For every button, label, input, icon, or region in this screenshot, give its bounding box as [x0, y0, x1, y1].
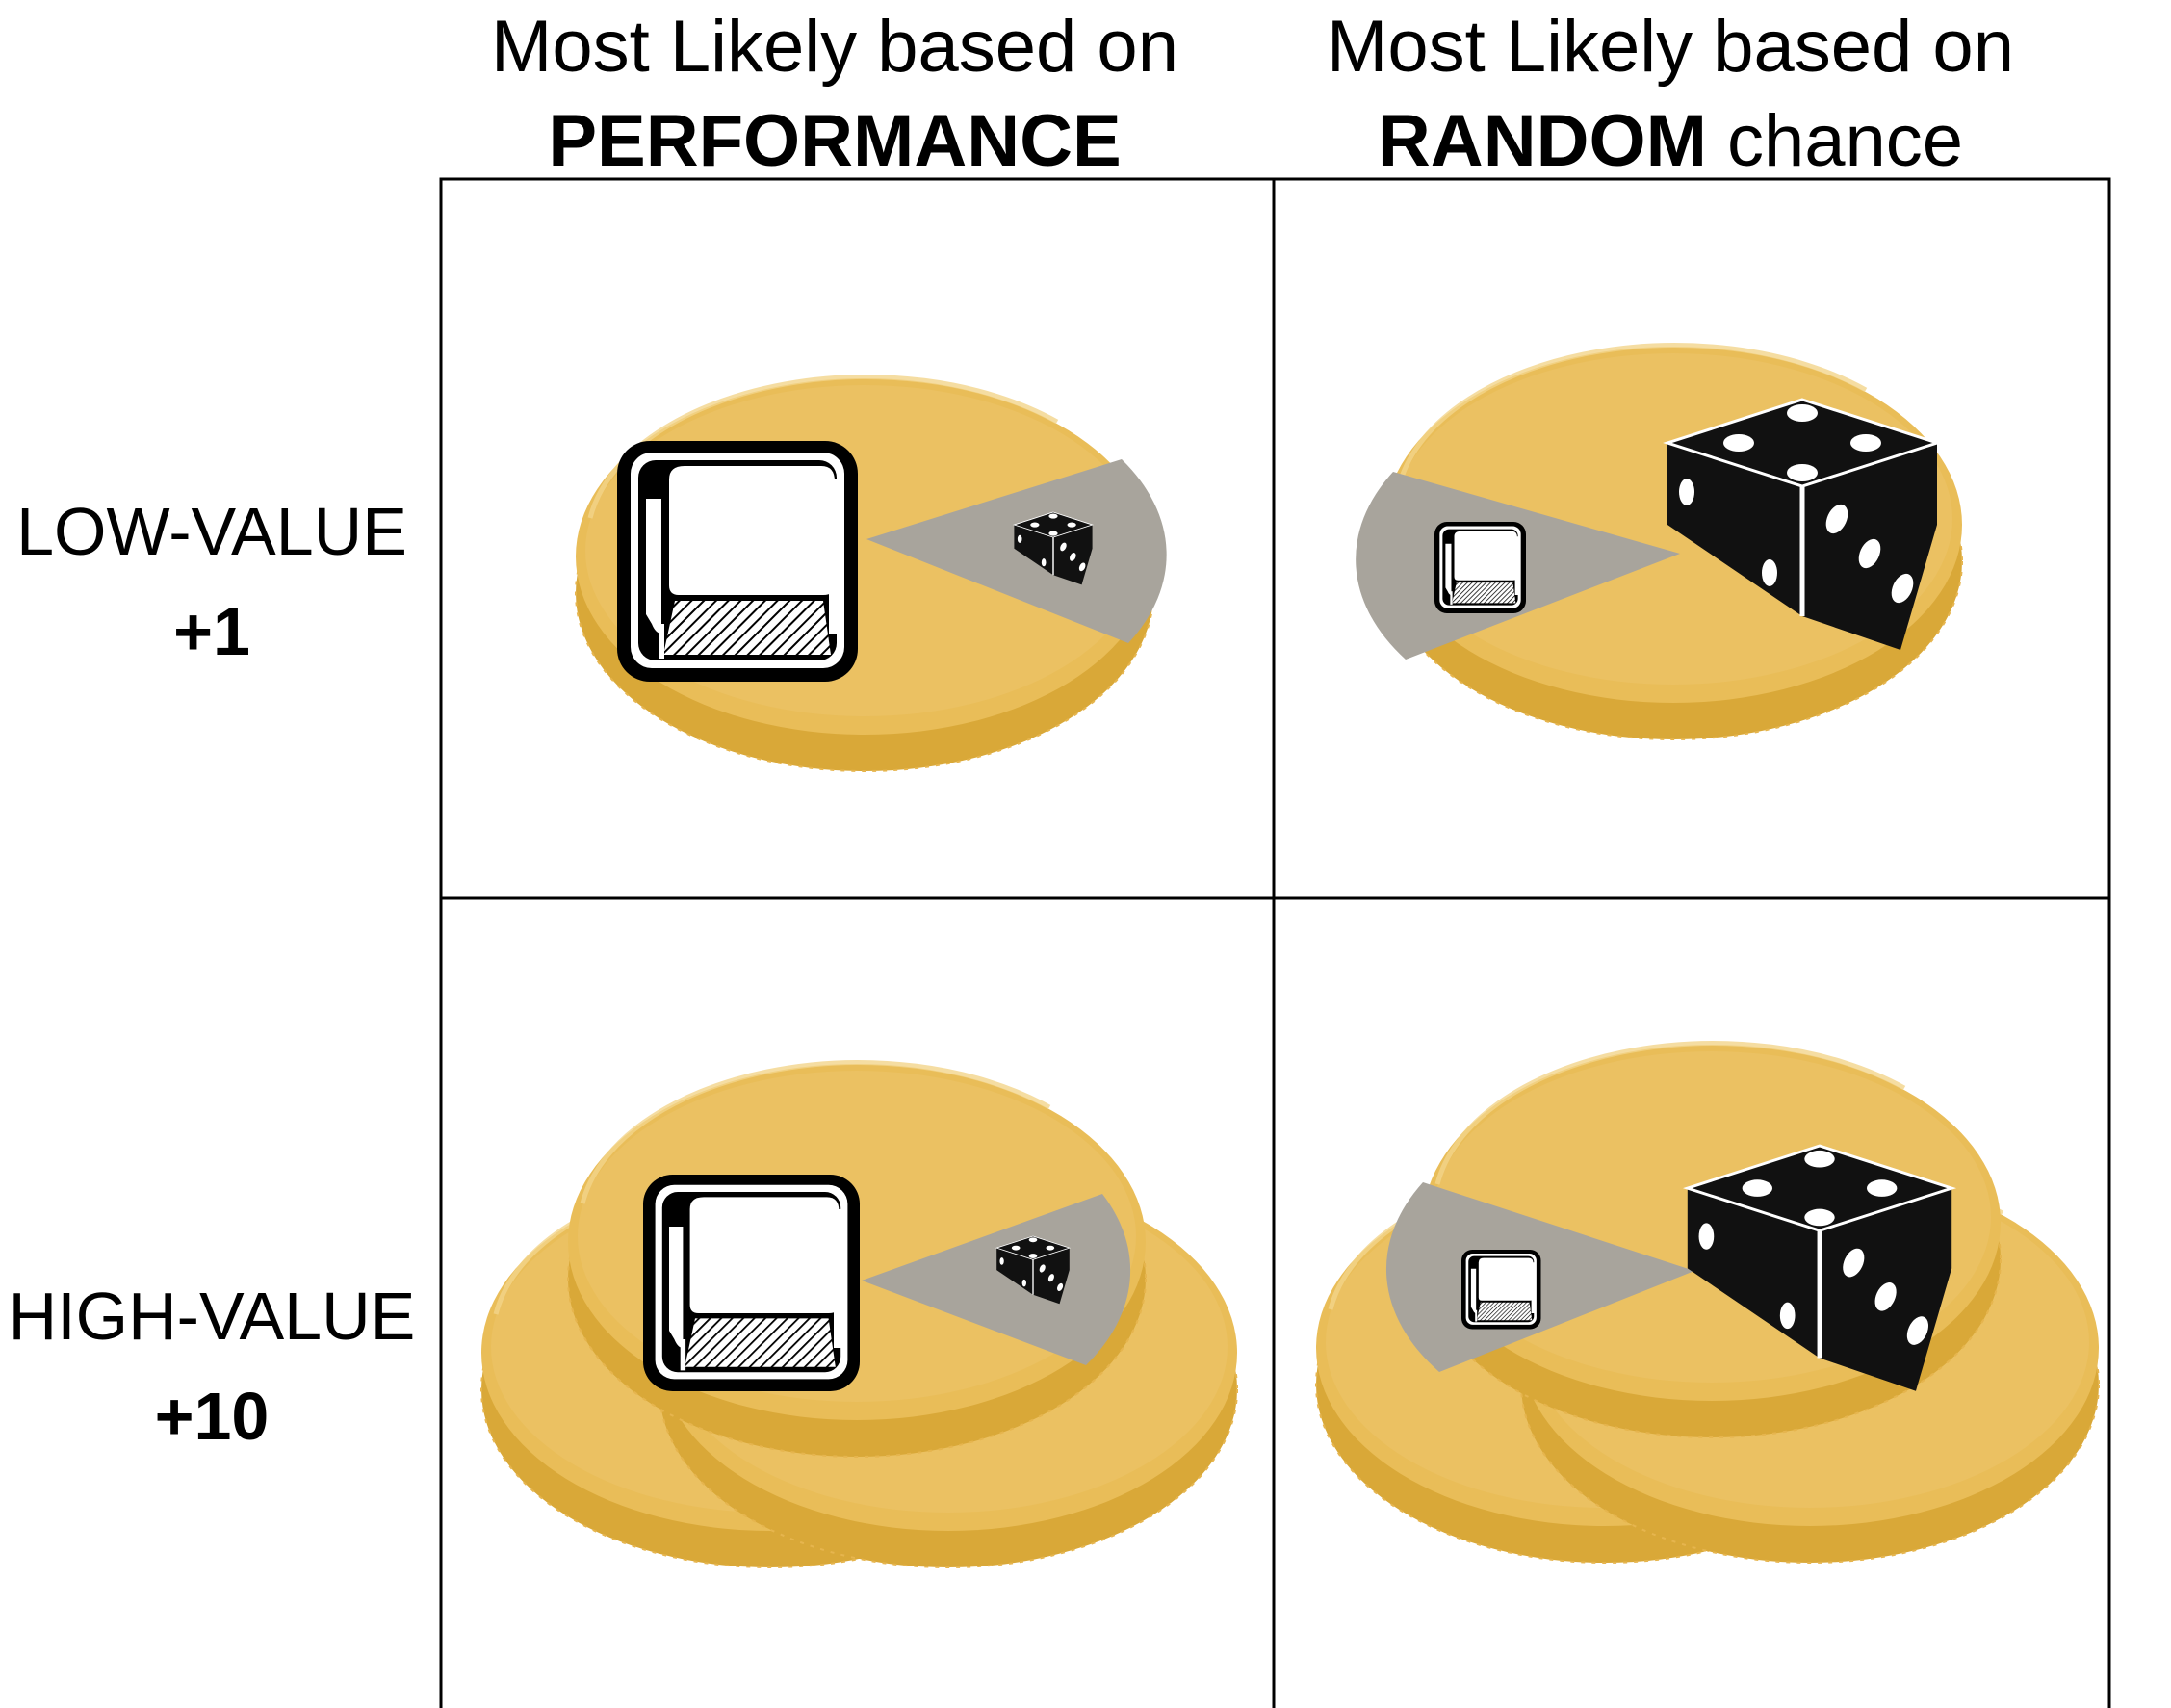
keyboard-key-icon — [1460, 1249, 1542, 1331]
column-header-line1: Most Likely based on — [1327, 6, 2014, 88]
column-header-tail: chance — [1706, 100, 1964, 182]
probability-wedge — [862, 1194, 1131, 1365]
column-header-line1: Most Likely based on — [491, 6, 1178, 88]
keyboard-key-icon — [617, 441, 858, 682]
cell-high-random — [1316, 1044, 2099, 1563]
column-header-random: Most Likely based on RANDOM chance — [1256, 0, 2084, 189]
grid-lines — [439, 177, 2111, 1708]
cell-high-performance — [481, 1063, 1237, 1567]
keyboard-key-icon — [1433, 520, 1528, 615]
keyboard-key-icon — [643, 1175, 860, 1391]
column-header-bold: PERFORMANCE — [548, 100, 1122, 182]
row-header-high-value: HIGH-VALUE +10 — [0, 1266, 424, 1466]
row-header-label: LOW-VALUE — [16, 494, 407, 569]
row-header-value: +10 — [154, 1379, 270, 1454]
row-header-value: +1 — [173, 594, 250, 669]
row-header-low-value: LOW-VALUE +1 — [0, 481, 424, 682]
column-header-performance: Most Likely based on PERFORMANCE — [421, 0, 1249, 189]
probability-wedge — [866, 459, 1167, 643]
column-header-bold: RANDOM — [1377, 100, 1707, 182]
cell-low-performance — [576, 377, 1167, 771]
row-header-label: HIGH-VALUE — [8, 1279, 416, 1354]
cell-low-random — [1356, 346, 1962, 739]
